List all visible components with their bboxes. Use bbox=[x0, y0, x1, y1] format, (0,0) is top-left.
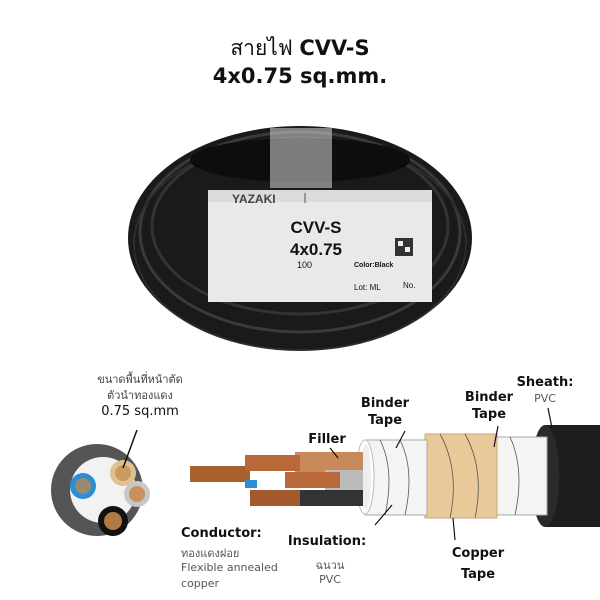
conductor-label: Conductor: bbox=[181, 526, 262, 541]
copper-tape bbox=[424, 433, 498, 519]
cross-section-line2: ตัวนำทองแดง bbox=[107, 389, 173, 402]
conductor-desc1: Flexible annealed bbox=[181, 561, 278, 574]
title: สายไฟ CVV-S bbox=[0, 32, 600, 65]
copper-tape-label-line2: Tape bbox=[460, 567, 496, 582]
insulation-label: Insulation: bbox=[287, 534, 367, 549]
brand-logo: YAZAKI bbox=[232, 192, 276, 206]
copper-tape-label-line1: Copper bbox=[451, 546, 505, 561]
binder-tape-1-label-line2: Tape bbox=[367, 413, 403, 428]
cross-section-line1: ขนาดพื้นที่หน้าตัด bbox=[97, 373, 183, 386]
insulation-thai: ฉนวน bbox=[315, 559, 345, 572]
cable-side-view bbox=[190, 407, 600, 541]
cross-section-area: 0.75 sq.mm bbox=[101, 404, 179, 419]
label-lot: Lot: ML bbox=[354, 283, 381, 292]
binder-tape-2-label-line1: Binder bbox=[464, 390, 514, 405]
label-no: No. bbox=[403, 281, 416, 290]
binder-tape-2 bbox=[494, 436, 548, 516]
conductor-desc2: copper bbox=[181, 577, 220, 590]
binder-tape-2-label-line2: Tape bbox=[471, 407, 507, 422]
binder-tape-1-label-line1: Binder bbox=[360, 396, 410, 411]
label-color: Color:Black bbox=[354, 262, 394, 269]
sheath-material: PVC bbox=[534, 392, 556, 405]
filler-label: Filler bbox=[308, 432, 346, 447]
binder-tape-1 bbox=[364, 439, 428, 516]
label-model: CVV-S bbox=[290, 218, 342, 237]
conductor-thai: ทองแดงฝอย bbox=[181, 547, 240, 560]
title-model: CVV-S bbox=[299, 36, 370, 60]
qr-code-icon bbox=[395, 238, 413, 256]
label-size: 4x0.75 bbox=[290, 240, 342, 259]
cable-coil bbox=[128, 126, 472, 351]
cross-section-diagram bbox=[51, 429, 150, 536]
subtitle: 4x0.75 sq.mm. bbox=[212, 64, 388, 88]
product-label bbox=[208, 190, 432, 302]
label-length: 100 bbox=[297, 260, 313, 270]
title-thai: สายไฟ bbox=[230, 36, 293, 60]
insulation-material: PVC bbox=[319, 573, 341, 586]
sheath-label: Sheath: bbox=[516, 375, 574, 390]
